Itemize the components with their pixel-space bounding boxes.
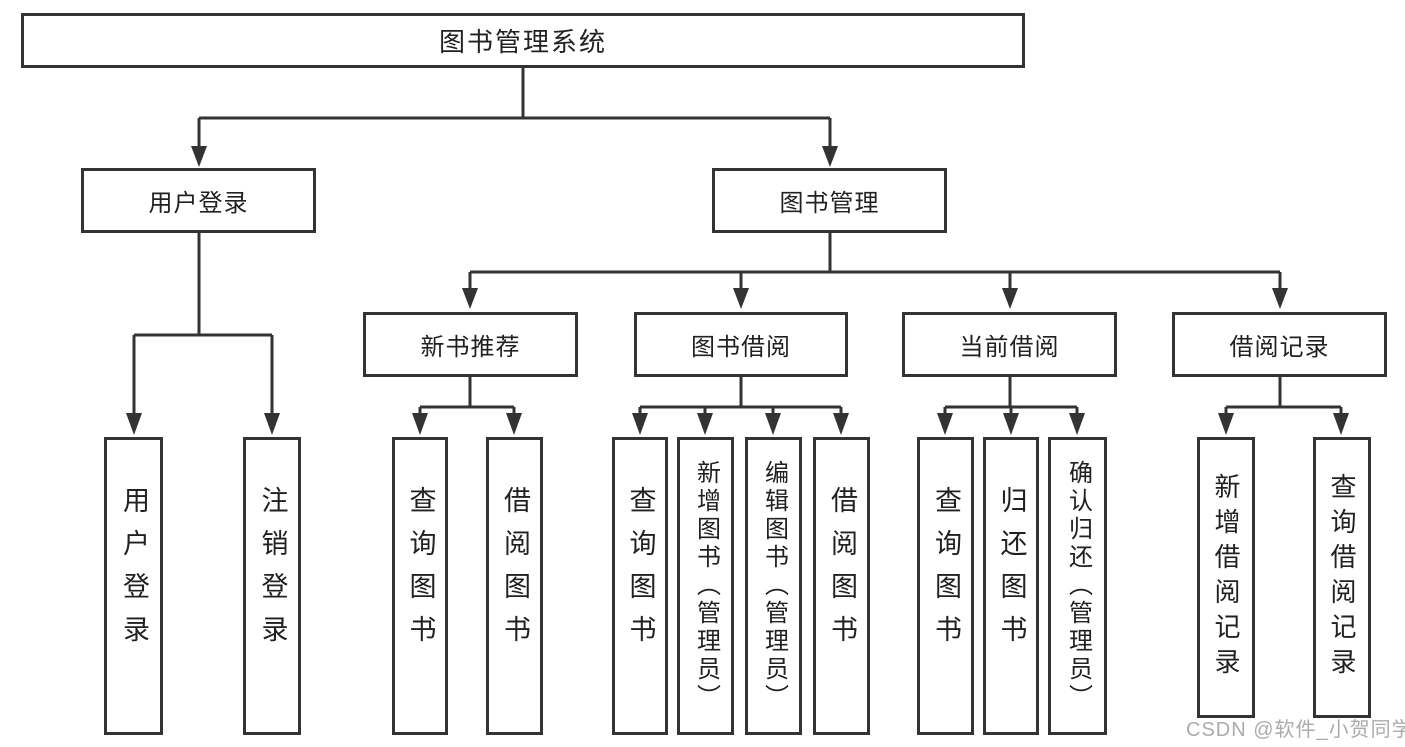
node-user-login: 用户登录 [81, 168, 316, 233]
leaf-borrow-books-borrow: 借阅图书 [813, 437, 870, 735]
leaf-add-book-admin: 新增图书（管理员） [677, 437, 734, 735]
leaf-borrow-books-borrow-label: 借阅图书 [827, 486, 857, 658]
node-book-management: 图书管理 [712, 168, 947, 233]
leaf-logout: 注销登录 [243, 437, 301, 735]
node-book-management-label: 图书管理 [779, 190, 880, 217]
leaf-edit-book-admin: 编辑图书（管理员） [745, 437, 802, 735]
node-library-system: 图书管理系统 [21, 13, 1025, 68]
node-current-borrowing: 当前借阅 [902, 312, 1117, 377]
leaf-query-books-current: 查询图书 [917, 437, 974, 735]
leaf-return-book-label: 归还图书 [996, 486, 1027, 658]
leaf-query-books-recommend: 查询图书 [392, 437, 448, 735]
leaf-query-borrow-record-label: 查询借阅记录 [1327, 472, 1357, 683]
node-user-login-label: 用户登录 [148, 190, 249, 217]
leaf-confirm-return-admin: 确认归还（管理员） [1048, 437, 1107, 735]
leaf-add-borrow-record: 新增借阅记录 [1197, 437, 1255, 718]
leaf-confirm-return-admin-label: 确认归还（管理员） [1064, 460, 1092, 712]
arrowheads [126, 146, 1349, 435]
leaf-logout-label: 注销登录 [257, 486, 288, 658]
leaf-borrow-books-recommend: 借阅图书 [486, 437, 543, 735]
leaf-edit-book-admin-label: 编辑图书（管理员） [760, 460, 788, 712]
leaf-query-books-recommend-label: 查询图书 [405, 486, 436, 658]
leaf-query-books-borrow-label: 查询图书 [625, 486, 656, 658]
node-book-borrowing-label: 图书借阅 [691, 334, 791, 361]
csdn-watermark: CSDN @软件_小贺同学 [1186, 719, 1405, 741]
leaf-user-login-label: 用户登录 [119, 486, 149, 658]
leaf-return-book: 归还图书 [983, 437, 1039, 735]
node-current-borrowing-label: 当前借阅 [959, 334, 1060, 361]
leaf-query-books-borrow: 查询图书 [612, 437, 668, 735]
node-borrowing-records: 借阅记录 [1172, 312, 1387, 377]
node-book-borrowing: 图书借阅 [634, 312, 848, 377]
leaf-add-borrow-record-label: 新增借阅记录 [1211, 472, 1241, 683]
node-new-book-recommendation-label: 新书推荐 [420, 334, 521, 361]
leaf-borrow-books-recommend-label: 借阅图书 [500, 486, 530, 658]
leaf-query-borrow-record: 查询借阅记录 [1313, 437, 1371, 718]
leaf-user-login: 用户登录 [104, 437, 163, 735]
node-new-book-recommendation: 新书推荐 [363, 312, 578, 377]
leaf-add-book-admin-label: 新增图书（管理员） [692, 460, 720, 712]
node-library-system-label: 图书管理系统 [438, 27, 607, 57]
leaf-query-books-current-label: 查询图书 [931, 486, 961, 658]
node-borrowing-records-label: 借阅记录 [1229, 334, 1330, 361]
